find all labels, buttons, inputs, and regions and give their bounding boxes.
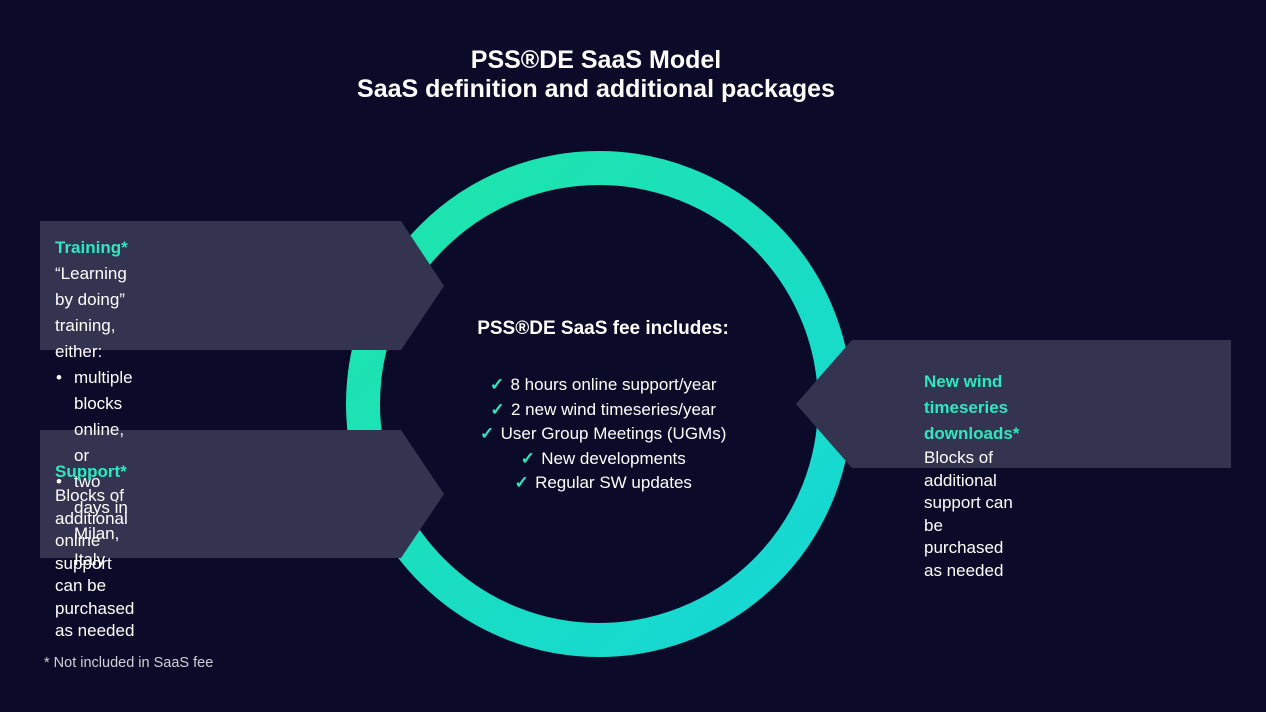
support-box-shape [40,430,444,558]
check-icon: ✓ [520,448,535,468]
included-item: ✓New developments [404,447,802,472]
check-icon: ✓ [489,375,505,394]
support-line-2: can be purchased as needed [55,576,135,640]
support-heading: Support* [55,462,127,481]
training-bullet-list: multiple blocks online, or two days in M… [55,365,133,573]
check-icon: ✓ [490,399,505,419]
training-bullet-online: multiple blocks online, or [55,365,133,469]
included-item: ✓User Group Meetings (UGMs) [404,422,802,447]
training-box-shape [40,221,444,350]
included-item: ✓8 hours online support/year [404,373,802,398]
check-icon: ✓ [514,473,529,492]
title-line-1: PSS®DE SaaS Model [470,46,722,74]
support-line-1: Blocks of additional online support [55,486,128,573]
title-line-2: SaaS definition and additional packages [357,75,835,103]
wind-line-1: Blocks of additional support can [924,448,1013,512]
included-item: ✓Regular SW updates [404,471,802,496]
center-heading: PSS®DE SaaS fee includes: [477,318,729,339]
wind-box-shape [796,340,1231,468]
training-heading: Training* [55,238,128,257]
included-item: ✓2 new wind timeseries/year [404,398,802,423]
training-intro: “Learning by doing” training, either: [55,264,127,361]
check-icon: ✓ [479,424,495,443]
included-items-list: ✓8 hours online support/year ✓2 new wind… [404,373,802,496]
training-bullet-milan: two days in Milan, Italy [55,469,133,573]
wind-line-2: be purchased as needed [924,515,1004,580]
wind-heading: New wind timeseries downloads* [924,372,1020,443]
footnote: * Not included in SaaS fee [44,655,214,671]
slide-title: PSS®DE SaaS Model SaaS definition and ad… [0,46,1192,104]
